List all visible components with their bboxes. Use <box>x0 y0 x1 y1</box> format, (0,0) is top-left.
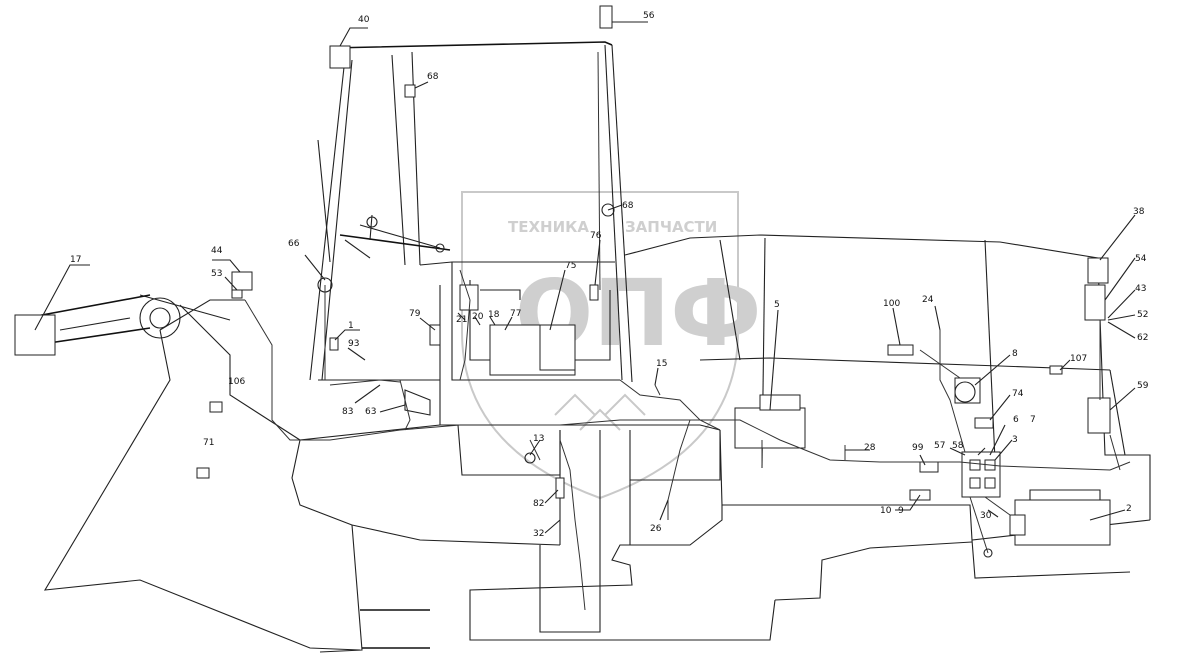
callout-106: 106 <box>228 377 245 387</box>
callout-15: 15 <box>656 359 667 369</box>
callout-30: 30 <box>980 511 992 521</box>
callout-43: 43 <box>1135 284 1146 294</box>
callout-99: 99 <box>912 443 924 453</box>
cable-harness <box>244 51 1131 611</box>
callout-26: 26 <box>650 524 662 534</box>
watermark-text-right: ЗАПЧАСТИ <box>625 218 717 236</box>
callout-62: 62 <box>1137 333 1148 343</box>
callout-56: 56 <box>643 11 655 21</box>
callout-24: 24 <box>922 295 934 305</box>
callout-82: 82 <box>533 499 544 509</box>
callout-52: 52 <box>1137 310 1148 320</box>
watermark-text-left: ТЕХНИКА <box>508 218 589 236</box>
callout-83: 83 <box>342 407 353 417</box>
callout-63: 63 <box>365 407 376 417</box>
callout-53: 53 <box>211 269 222 279</box>
callout-7: 7 <box>1030 415 1036 425</box>
callout-18: 18 <box>488 310 500 320</box>
callout-75: 75 <box>565 261 576 271</box>
callout-44: 44 <box>211 246 223 256</box>
callout-77: 77 <box>510 309 521 319</box>
callout-107: 107 <box>1070 354 1087 364</box>
callout-40: 40 <box>358 15 370 25</box>
callout-2: 2 <box>1126 504 1132 514</box>
callout-10: 10 <box>880 506 892 516</box>
callout-66: 66 <box>288 239 300 249</box>
callout-100: 100 <box>883 299 900 309</box>
callout-54: 54 <box>1135 254 1147 264</box>
callout-28: 28 <box>864 443 876 453</box>
callout-3: 3 <box>1012 435 1018 445</box>
callout-74: 74 <box>1012 389 1024 399</box>
callout-68: 68 <box>427 72 439 82</box>
callout-79: 79 <box>409 309 421 319</box>
callout-59: 59 <box>1137 381 1149 391</box>
callout-20: 20 <box>472 312 484 322</box>
callout-21: 21 <box>456 315 467 325</box>
leader-lines <box>34 21 1136 534</box>
callout-13: 13 <box>533 434 544 444</box>
callout-68b: 68 <box>622 201 634 211</box>
callout-1: 1 <box>348 321 354 331</box>
callout-5: 5 <box>774 300 780 310</box>
callout-8: 8 <box>1012 349 1018 359</box>
callout-labels: 40 56 68 66 44 53 17 1 93 83 63 79 21 20… <box>70 11 1149 539</box>
callout-76: 76 <box>590 231 602 241</box>
callout-58: 58 <box>952 441 964 451</box>
callout-6: 6 <box>1013 415 1019 425</box>
callout-32: 32 <box>533 529 544 539</box>
callout-57: 57 <box>934 441 945 451</box>
callout-9: 9 <box>898 506 904 516</box>
callout-93: 93 <box>348 339 359 349</box>
callout-17: 17 <box>70 255 81 265</box>
callout-38: 38 <box>1133 207 1145 217</box>
callout-71: 71 <box>203 438 214 448</box>
